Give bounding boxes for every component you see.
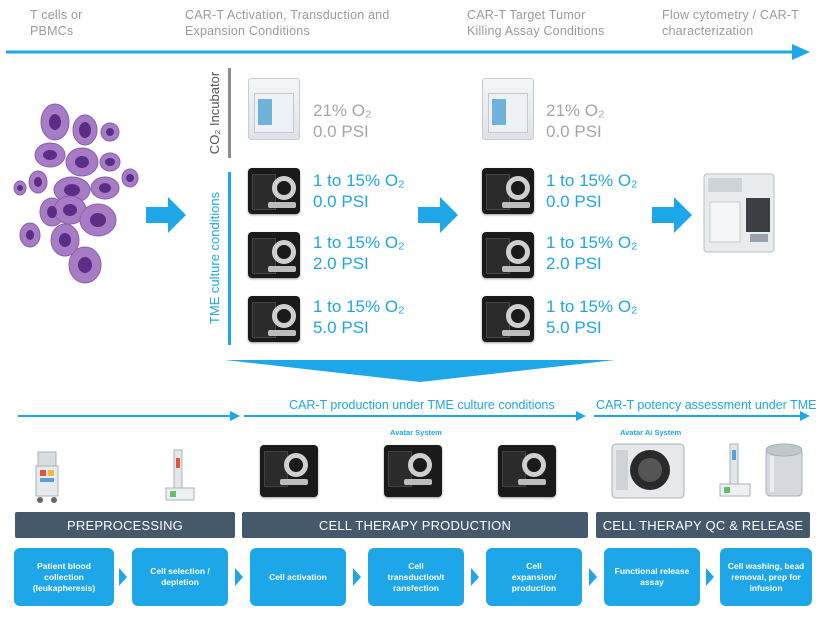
incubator-bar [228,68,231,158]
header-line: Expansion Conditions [185,24,310,38]
step-line: depletion [161,577,199,587]
step-line: Functional release [614,566,690,576]
avatar-system-label: Avatar System [390,428,442,437]
step-cell-activation: Cell activation [250,548,346,606]
chevron-right-icon [706,568,714,586]
incubator-psi-value: 0.0 PSI [546,122,602,141]
step-line: Cell [408,560,424,571]
step-line: collection [44,571,84,582]
step-line: Patient blood [37,560,91,571]
stage-qc-release: CELL THERAPY QC & RELEASE [596,512,810,538]
header-flow-cytometry: Flow cytometry / CAR-T characterization [662,7,799,39]
avatar-device-icon [482,232,534,278]
chevron-right-icon [235,568,243,586]
tme-psi-value: 0.0 PSI [546,192,602,211]
tme-psi-value: 2.0 PSI [546,254,602,273]
production-section-title: CAR-T production under TME culture condi… [289,398,555,412]
incubator-icon [248,78,300,140]
tme-o2-value: 1 to 15% O₂ [313,171,405,190]
stage-preprocessing: PREPROCESSING [15,512,235,538]
flow-cytometer-icon [703,173,775,253]
tme-o2-value: 1 to 15% O₂ [546,233,638,252]
tme-o2-value: 1 to 15% O₂ [546,171,638,190]
step-line: Cell [526,560,542,571]
tme-psi-value: 5.0 PSI [546,318,602,337]
header-tcells: T cells or PBMCs [30,7,82,39]
header-line: CAR-T Activation, Transduction and [185,8,390,22]
step-cell-selection: Cell selection /depletion [132,548,228,606]
arrow-right-icon [146,197,186,233]
avatar-device-icon [482,296,534,342]
step-line: infusion [749,582,783,593]
potency-section-title: CAR-T potency assessment under TME [596,398,817,412]
tme-o2-value: 1 to 15% O₂ [546,297,638,316]
tme-bar [228,172,231,345]
header-line: characterization [662,24,754,38]
avatar-ai-device-icon [611,443,685,499]
header-killing-assay: CAR-T Target Tumor Killing Assay Conditi… [467,7,605,39]
step-line: ransfection [393,582,439,593]
step-line: removal, prep for [731,571,801,582]
cell-separator-icon [165,449,195,501]
avatar-device-icon [248,168,300,214]
step-line: transduction/t [387,571,445,582]
avatar-device-icon [248,232,300,278]
header-activation: CAR-T Activation, Transduction and Expan… [185,7,390,39]
chevron-right-icon [353,568,361,586]
co2-incubator-label: CO₂ Incubator [207,71,222,155]
step-line: production [511,582,557,593]
preprocessing-arrow-icon [18,411,240,421]
avatar-device-icon [384,445,442,497]
step-line: assay [640,577,664,587]
production-arrow-icon [244,411,586,421]
avatar-ai-system-label: Avatar Ai System [620,428,682,437]
step-line: Cell washing, bead [727,560,805,571]
chevron-right-icon [471,568,479,586]
cells-illustration [13,103,139,284]
arrow-right-icon [652,197,692,233]
tme-o2-value: 1 to 15% O₂ [313,297,405,316]
header-line: Killing Assay Conditions [467,24,605,38]
potency-arrow-icon [594,411,810,421]
funnel-arrow-icon [225,360,615,382]
header-line: PBMCs [30,24,74,38]
timeline-arrow-icon [6,44,810,60]
header-line: T cells or [30,8,83,22]
cryo-storage-icon [765,443,803,497]
tme-o2-value: 1 to 15% O₂ [313,233,405,252]
cell-processor-icon [719,443,751,497]
avatar-device-icon [248,296,300,342]
chevron-right-icon [589,568,597,586]
avatar-device-icon [498,445,556,497]
avatar-device-icon [260,445,318,497]
chevron-right-icon [119,568,127,586]
tme-psi-value: 0.0 PSI [313,192,369,211]
step-line: expansion/ [511,571,557,582]
step-line: Cell activation [269,571,327,582]
step-line: (leukapheresis) [32,582,96,593]
step-line: Cell selection / [150,566,210,576]
tme-psi-value: 2.0 PSI [313,254,369,273]
tme-culture-label: TME culture conditions [207,191,222,325]
incubator-o2-value: 21% O₂ [546,101,605,120]
incubator-icon [482,78,534,140]
incubator-psi-value: 0.0 PSI [313,122,369,141]
header-line: Flow cytometry / CAR-T [662,8,800,22]
avatar-device-icon [482,168,534,214]
incubator-o2-value: 21% O₂ [313,101,372,120]
header-line: CAR-T Target Tumor [467,8,586,22]
apheresis-machine-icon [35,451,59,503]
tme-psi-value: 5.0 PSI [313,318,369,337]
stage-production: CELL THERAPY PRODUCTION [242,512,588,538]
arrow-right-icon [418,197,458,233]
